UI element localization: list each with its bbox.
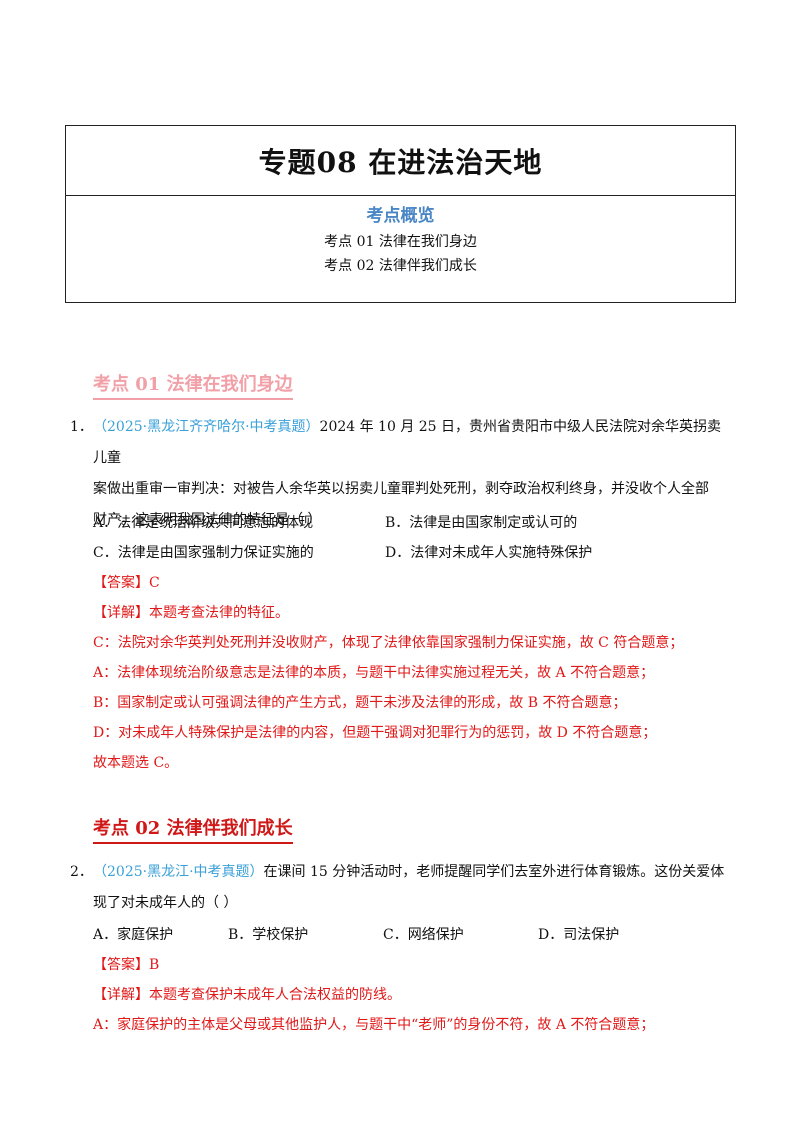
answer: 【答案】C <box>93 575 160 591</box>
page-title: 专题08 在进法治天地 <box>258 145 543 179</box>
question-text: 现了对未成年人的（ ） <box>93 895 238 911</box>
question-number: 2． <box>70 864 93 880</box>
question-text: 2024 年 10 月 25 日，贵州省贵阳市中级人民法院对余华英拐卖儿童 <box>93 419 722 466</box>
question-1: 1． （2025·黑龙江齐齐哈尔·中考真题）2024 年 10 月 25 日，贵… <box>70 412 730 536</box>
question-text: 财产。这表明我国法律的特征是（ ） <box>93 512 322 528</box>
option-a: A．法律是统治阶级共同意志的体现 <box>93 515 314 531</box>
explanation-line: D：对未成年人特殊保护是法律的内容，但题干强调对犯罪行为的惩罚，故 D 不符合题… <box>93 725 657 741</box>
answer: 【答案】B <box>93 957 160 973</box>
overview: 考点概览 考点 01 法律在我们身边 考点 02 法律伴我们成长 <box>66 196 735 278</box>
overview-heading: 考点概览 <box>366 206 435 226</box>
question-source: （2025·黑龙江齐齐哈尔·中考真题） <box>93 419 320 435</box>
title-box: 专题08 在进法治天地 考点概览 考点 01 法律在我们身边 考点 02 法律伴… <box>65 125 736 303</box>
explanation-line: 【详解】本题考查法律的特征。 <box>93 605 289 621</box>
explanation-line: 故本题选 C。 <box>93 755 179 771</box>
option-c: C．法律是由国家强制力保证实施的 <box>93 545 314 561</box>
overview-item-2: 考点 02 法律伴我们成长 <box>324 258 477 274</box>
question-text: 在课间 15 分钟活动时，老师提醒同学们去室外进行体育锻炼。这份关爱体 <box>263 864 725 880</box>
title-row: 专题08 在进法治天地 <box>66 126 735 196</box>
option-d: D．法律对未成年人实施特殊保护 <box>385 545 593 561</box>
option-d: D．司法保护 <box>538 927 620 943</box>
section-heading-1: 考点 01 法律在我们身边 <box>93 374 293 400</box>
explanation-line: C：法院对余华英判处死刑并没收财产，体现了法律依靠国家强制力保证实施，故 C 符… <box>93 635 684 651</box>
question-2: 2． （2025·黑龙江·中考真题）在课间 15 分钟活动时，老师提醒同学们去室… <box>70 857 730 919</box>
explanation-line: A：法律体现统治阶级意志是法律的本质，与题干中法律实施过程无关，故 A 不符合题… <box>93 665 655 681</box>
question-text: 案做出重审一审判决：对被告人余华英以拐卖儿童罪判处死刑，剥夺政治权利终身，并没收… <box>93 481 709 497</box>
question-line: （2025·黑龙江·中考真题）在课间 15 分钟活动时，老师提醒同学们去室外进行… <box>93 857 730 888</box>
explanation-line: A：家庭保护的主体是父母或其他监护人，与题干中“老师”的身份不符，故 A 不符合… <box>93 1017 655 1033</box>
explanation-line: B：国家制定或认可强调法律的产生方式，题干未涉及法律的形成，故 B 不符合题意； <box>93 695 627 711</box>
overview-item-1: 考点 01 法律在我们身边 <box>324 234 477 250</box>
section-heading-2: 考点 02 法律伴我们成长 <box>93 818 293 844</box>
question-line: （2025·黑龙江齐齐哈尔·中考真题）2024 年 10 月 25 日，贵州省贵… <box>93 412 730 474</box>
question-source: （2025·黑龙江·中考真题） <box>93 864 264 880</box>
option-b: B．法律是由国家制定或认可的 <box>385 515 578 531</box>
option-c: C．网络保护 <box>383 927 464 943</box>
option-b: B．学校保护 <box>228 927 309 943</box>
option-a: A．家庭保护 <box>93 927 174 943</box>
explanation-line: 【详解】本题考查保护未成年人合法权益的防线。 <box>93 987 401 1003</box>
question-number: 1． <box>70 419 93 435</box>
